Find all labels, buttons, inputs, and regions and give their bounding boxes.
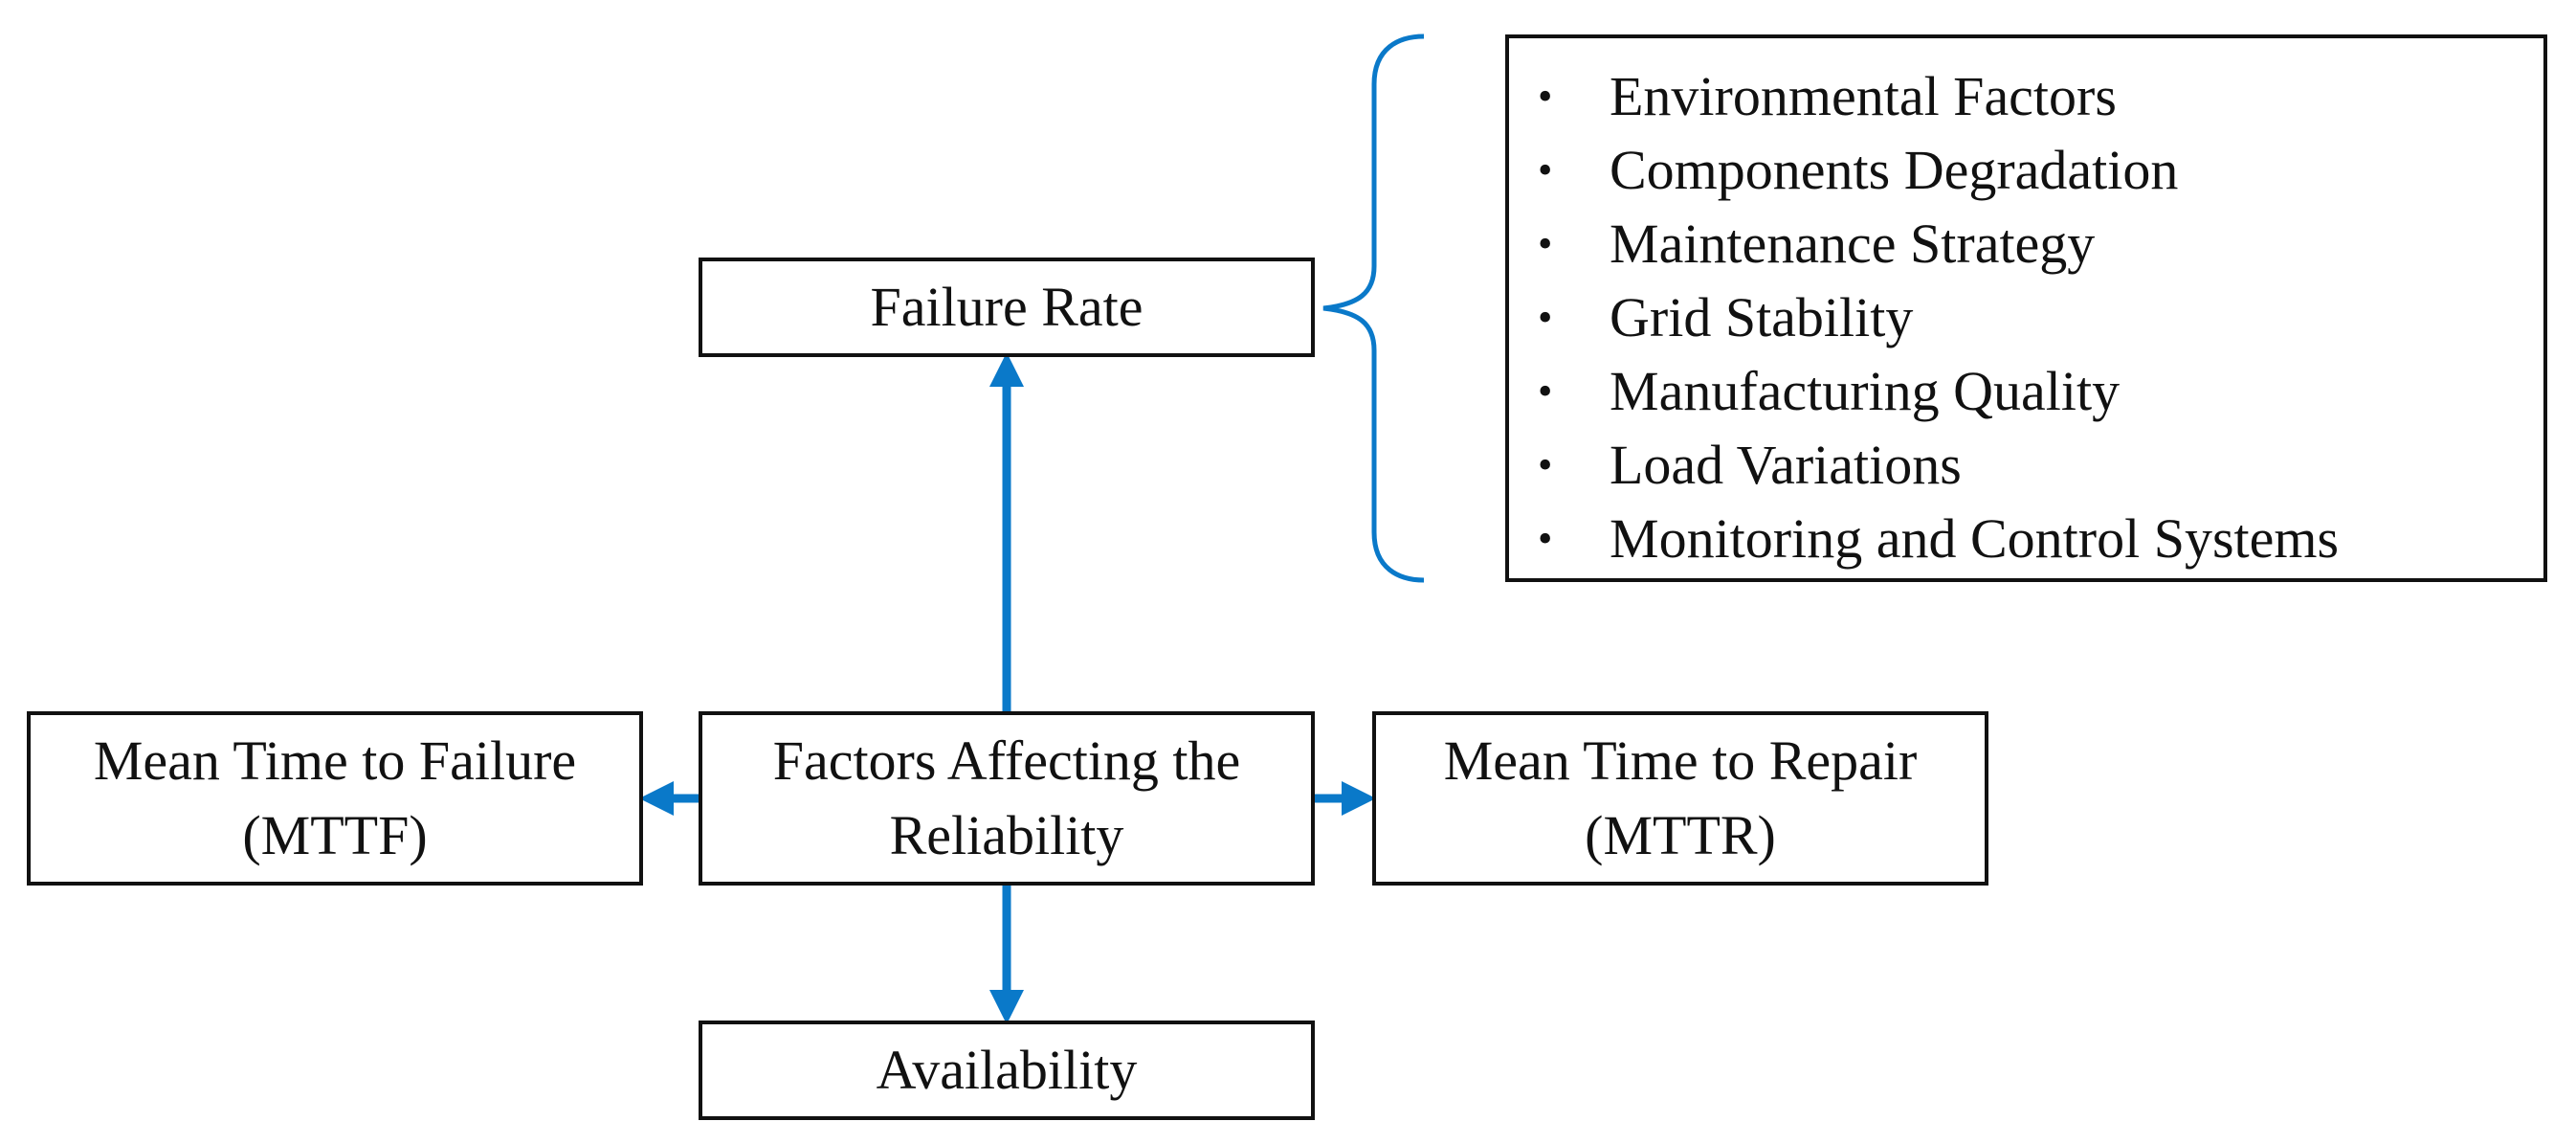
bullet-icon: • (1538, 220, 1553, 267)
bullet-icon: • (1538, 146, 1553, 193)
factor-item: • Monitoring and Control Systems (1509, 502, 2543, 575)
center-box: Factors Affecting the Reliability (699, 711, 1315, 886)
bullet-icon: • (1538, 441, 1553, 488)
center-label-line-1: Factors Affecting the (772, 729, 1241, 792)
factor-label: Monitoring and Control Systems (1610, 507, 2340, 570)
factors-list-box: • Environmental Factors • Components Degra… (1505, 34, 2547, 582)
bullet-icon: • (1538, 515, 1553, 562)
factors-list: • Environmental Factors • Components Degra… (1509, 59, 2543, 575)
bullet-icon: • (1538, 294, 1553, 341)
mttf-box: Mean Time to Failure (MTTF) (27, 711, 643, 886)
factor-label: Load Variations (1610, 434, 1962, 496)
factor-item: • Grid Stability (1509, 280, 2543, 354)
factor-label: Maintenance Strategy (1610, 213, 2096, 275)
mttr-label-line-1: Mean Time to Repair (1443, 729, 1918, 792)
factor-item: • Manufacturing Quality (1509, 354, 2543, 428)
mttr-box: Mean Time to Repair (MTTR) (1372, 711, 1988, 886)
mttf-label-line-2: (MTTF) (242, 804, 428, 866)
failure-rate-box: Failure Rate (699, 258, 1315, 357)
failure-rate-label: Failure Rate (870, 276, 1144, 338)
factor-item: • Environmental Factors (1509, 59, 2543, 133)
curly-brace (1322, 34, 1425, 583)
bullet-icon: • (1538, 73, 1553, 120)
mttr-label-line-2: (MTTR) (1585, 804, 1776, 866)
factor-label: Manufacturing Quality (1610, 360, 2121, 422)
availability-label: Availability (876, 1039, 1138, 1101)
mttf-label-line-1: Mean Time to Failure (93, 729, 577, 792)
availability-box: Availability (699, 1021, 1315, 1120)
factor-item: • Maintenance Strategy (1509, 207, 2543, 280)
factor-item: • Components Degradation (1509, 133, 2543, 207)
factor-label: Environmental Factors (1610, 65, 2117, 127)
factor-label: Grid Stability (1610, 286, 1914, 348)
center-label-line-2: Reliability (889, 804, 1124, 866)
factor-label: Components Degradation (1610, 139, 2179, 201)
bullet-icon: • (1538, 368, 1553, 415)
factor-item: • Load Variations (1509, 428, 2543, 502)
